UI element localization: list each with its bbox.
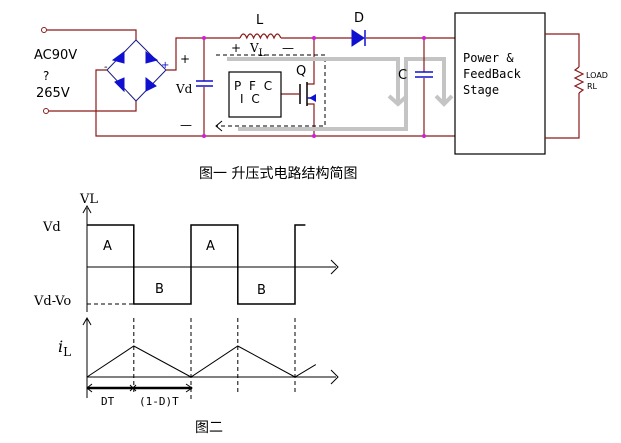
vl-waveform	[87, 224, 306, 305]
diode-bridge: - +	[104, 39, 169, 102]
wire-bridge-positive	[166, 37, 205, 71]
bridge-diode-4	[145, 76, 157, 92]
stage-line2: FeedBack	[463, 67, 522, 81]
il-x-axis-arrow-icon	[330, 369, 339, 385]
load-rl-label: RL	[587, 82, 598, 91]
stage-line3: Stage	[463, 83, 499, 97]
power-feedback-stage-block	[454, 12, 546, 155]
mosfet-switch: Q	[296, 38, 316, 136]
node	[312, 36, 316, 40]
node	[422, 36, 426, 40]
vl-minus-sign: —	[282, 41, 294, 55]
diode-label: D	[354, 11, 364, 26]
current-loop-dashed	[216, 54, 326, 127]
current-path-gray-2	[238, 57, 446, 131]
vl-label: VL	[249, 41, 266, 59]
area-b-label-2: B	[257, 283, 266, 298]
wire-load	[545, 33, 580, 139]
current-path-gray-1	[227, 57, 400, 104]
vl-plus-sign: +	[231, 41, 241, 55]
waveform-chart: VL Vd Vd-Vo A B A B iL DT (1-D)T 图二	[33, 192, 339, 436]
dt-label: DT	[101, 395, 115, 408]
current-loop-arrow-icon	[215, 120, 223, 132]
area-a-label-1: A	[103, 239, 112, 254]
load-resistor	[573, 66, 585, 94]
vd-label: Vd	[175, 82, 193, 96]
vd-minus-sign: —	[180, 118, 192, 132]
bridge-minus-sign: -	[104, 62, 108, 73]
dt-divider-mark	[129, 384, 137, 392]
inductor-coil	[239, 33, 282, 40]
vdvo-level-label: Vd-Vo	[33, 294, 71, 309]
il-waveform	[86, 345, 317, 378]
pfc-ic-block	[228, 71, 282, 118]
source-voltage-min: AC90V	[34, 48, 77, 63]
figure2-caption: 图二	[195, 420, 223, 436]
area-a-label-2: A	[206, 239, 215, 254]
wire-ac-top	[47, 29, 137, 40]
node	[312, 134, 316, 138]
vl-y-axis-arrow-icon	[82, 204, 92, 214]
boost-diode	[351, 29, 365, 47]
vd-plus-sign: +	[180, 52, 190, 66]
node	[202, 36, 206, 40]
ac-terminal-top	[41, 27, 47, 33]
switch-label: Q	[296, 64, 306, 79]
stage-line1: Power &	[463, 51, 514, 65]
inductor-label: L	[256, 13, 264, 28]
output-cap-label: C	[398, 68, 407, 83]
wire-ac-bottom	[49, 101, 137, 112]
period-right-arrow-icon	[185, 383, 193, 393]
bridge-diode-1	[111, 51, 125, 64]
source-voltage-max: 265V	[36, 86, 70, 101]
dt-left-arrow-icon	[86, 383, 93, 393]
pfc-ic-line1: P F C	[234, 79, 274, 93]
bridge-plus-sign: +	[161, 60, 169, 71]
one-minus-d-label: (1-D)T	[139, 395, 179, 408]
ac-terminal-bottom	[43, 108, 49, 114]
node	[422, 134, 426, 138]
ac-source: AC90V ? 265V	[34, 27, 77, 114]
node	[202, 134, 206, 138]
vl-x-axis-arrow-icon	[330, 259, 339, 275]
figure1-caption: 图一 升压式电路结构简图	[199, 165, 357, 182]
current-path-arrow-2-icon	[434, 94, 454, 107]
bridge-diode-3	[114, 77, 125, 93]
source-range-symbol: ?	[43, 69, 49, 83]
il-y-axis-arrow-icon	[82, 316, 92, 326]
vl-axis-label: VL	[79, 192, 98, 207]
input-capacitor	[196, 38, 213, 136]
output-capacitor: C	[398, 38, 433, 136]
il-axis-label: iL	[58, 337, 71, 359]
area-b-label-1: B	[155, 282, 164, 297]
bridge-diode-2	[145, 51, 159, 64]
wire-bridge-negative	[95, 69, 205, 137]
pfc-ic-line2: I C	[240, 92, 262, 106]
vd-level-label: Vd	[42, 220, 61, 235]
load-label: LOAD	[586, 71, 608, 80]
